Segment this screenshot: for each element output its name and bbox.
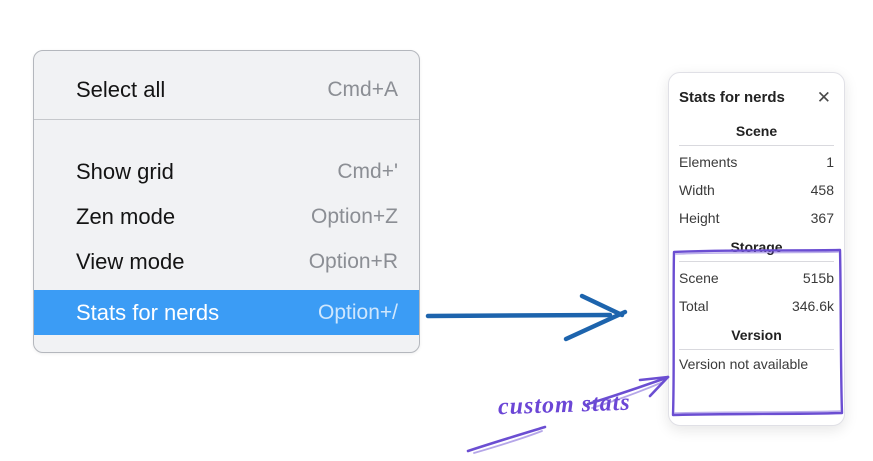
menu-item-shortcut: Option+Z xyxy=(311,204,398,228)
menu-item-shortcut: Cmd+' xyxy=(337,159,398,183)
stat-label: Total xyxy=(679,298,709,314)
stat-value: 367 xyxy=(810,210,834,226)
stat-row-height: Height 367 xyxy=(679,204,834,232)
section-heading-version: Version xyxy=(679,320,834,350)
menu-item-view-mode[interactable]: View mode Option+R xyxy=(34,239,419,284)
annotation-arrow-lower xyxy=(466,425,547,454)
menu-item-zen-mode[interactable]: Zen mode Option+Z xyxy=(34,194,419,239)
menu-item-shortcut: Option+R xyxy=(308,249,398,273)
section-heading-scene: Scene xyxy=(679,116,834,146)
menu-item-label: Stats for nerds xyxy=(76,299,220,325)
menu-item-label: Zen mode xyxy=(76,203,176,229)
menu-item-label: Show grid xyxy=(76,158,174,184)
storage-stats-block: Scene 515b Total 346.6k xyxy=(679,262,834,320)
scene-stats-block: Elements 1 Width 458 Height 367 xyxy=(679,146,834,232)
stat-row-width: Width 458 xyxy=(679,176,834,204)
stats-for-nerds-panel: Stats for nerds ✕ Scene Elements 1 Width… xyxy=(668,72,845,426)
stat-label: Elements xyxy=(679,154,738,170)
section-heading-storage: Storage xyxy=(679,232,834,262)
menu-item-show-grid[interactable]: Show grid Cmd+' xyxy=(34,149,419,194)
menu-to-panel-arrow xyxy=(425,293,628,342)
menu-item-stats-for-nerds[interactable]: Stats for nerds Option+/ xyxy=(34,290,419,335)
stat-value: 458 xyxy=(810,182,834,198)
stat-label: Width xyxy=(679,182,715,198)
stat-row-storage-scene: Scene 515b xyxy=(679,264,834,292)
context-menu-bottom-group: Show grid Cmd+' Zen mode Option+Z View m… xyxy=(34,120,419,352)
stats-panel-title: Stats for nerds xyxy=(679,89,785,106)
stat-label: Height xyxy=(679,210,720,226)
annotation-custom-stats-label: custom stats xyxy=(497,389,632,421)
stat-value: 346.6k xyxy=(791,298,834,314)
stat-value: 1 xyxy=(826,154,834,170)
menu-item-label: Select all xyxy=(76,77,166,102)
stat-label: Scene xyxy=(679,270,719,286)
stats-panel-header: Stats for nerds ✕ xyxy=(679,87,834,108)
close-icon[interactable]: ✕ xyxy=(814,87,834,108)
menu-item-shortcut: Option+/ xyxy=(318,300,398,324)
version-note: Version not available xyxy=(679,356,809,372)
context-menu-top-group: Select all Cmd+A xyxy=(34,51,419,119)
stat-row-storage-total: Total 346.6k xyxy=(679,292,834,320)
menu-divider xyxy=(34,119,419,120)
menu-item-label: View mode xyxy=(76,248,185,274)
menu-item-shortcut: Cmd+A xyxy=(327,78,398,101)
menu-item-select-all[interactable]: Select all Cmd+A xyxy=(34,67,419,113)
context-menu: Select all Cmd+A Show grid Cmd+' Zen mod… xyxy=(33,50,420,353)
stat-value: 515b xyxy=(802,270,834,286)
stat-row-elements: Elements 1 xyxy=(679,148,834,176)
